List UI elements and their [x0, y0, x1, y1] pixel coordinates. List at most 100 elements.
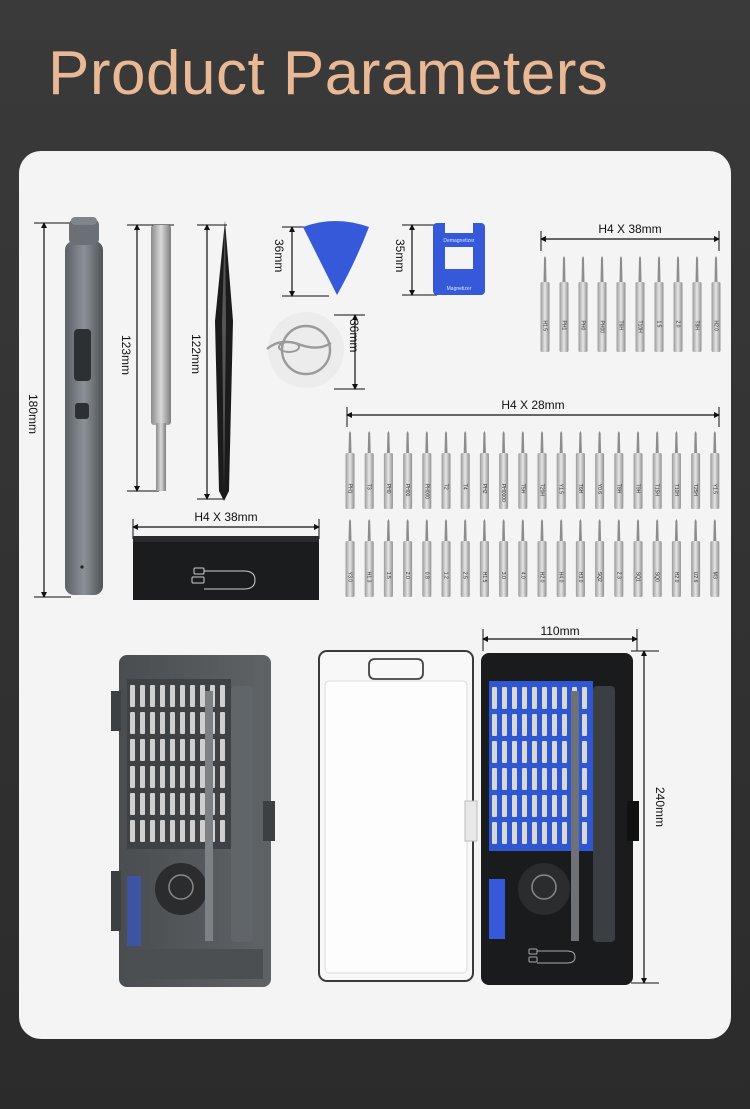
stored-bit [542, 714, 547, 736]
stored-bit [552, 714, 557, 736]
bit-label: T8H [615, 484, 621, 494]
bit-label: H2.0 [673, 572, 679, 583]
gray-case [111, 655, 275, 987]
stored-bit [220, 739, 225, 761]
screwdriver-bit: T8H [692, 256, 702, 352]
magnetizer-label: Magnetizer [447, 286, 472, 292]
stored-bit [562, 687, 567, 709]
screwdriver-bit: H2.0 [711, 256, 721, 352]
bit-label: H2.0 [539, 572, 545, 583]
stored-bit [220, 712, 225, 734]
screwdriver-bit: 1.5 [383, 519, 393, 597]
stored-bit [522, 714, 527, 736]
magnetizer-block: Demagnetizer Magnetizer [433, 223, 485, 295]
screwdriver-bit: 2.5 [460, 519, 470, 597]
stored-bit [200, 766, 205, 788]
blue-pry-pick [303, 221, 369, 295]
stored-bit [180, 712, 185, 734]
stored-bit [130, 820, 135, 842]
usb-cable-icon [191, 567, 256, 590]
stored-bit [140, 766, 145, 788]
stored-bit [512, 795, 517, 817]
long-bits-dimension: H4 X 38mm [540, 222, 720, 251]
stored-bit [200, 820, 205, 842]
screwdriver-bit: T2 [441, 431, 451, 509]
stored-bit [170, 820, 175, 842]
stored-bit [130, 766, 135, 788]
bit-label: 0.8 [423, 572, 429, 579]
screwdriver-bit: SQ0 [652, 519, 662, 597]
bit-label: SQ2 [596, 572, 602, 582]
short-bits-dimension: H4 X 28mm [346, 398, 720, 427]
stored-bit [582, 768, 587, 790]
bit-label: H4.0 [558, 572, 564, 583]
stored-bit [552, 795, 557, 817]
stored-bit [582, 795, 587, 817]
bit-label: SQ1 [635, 572, 641, 582]
case-width-label: 110mm [540, 624, 579, 638]
stored-bit [562, 741, 567, 763]
bit-label: 4.0 [519, 572, 525, 579]
stored-bit [150, 766, 155, 788]
screwdriver-bit: 1.5 [654, 256, 664, 352]
stored-bit [532, 741, 537, 763]
stored-bit [502, 687, 507, 709]
electric-screwdriver [65, 217, 103, 595]
screwdriver-bit: T25H [691, 431, 701, 509]
stored-bit [220, 820, 225, 842]
stored-bit [190, 739, 195, 761]
bit-label: T3 [366, 484, 372, 490]
bit-label: M3 [711, 572, 717, 579]
screwdriver-bit: H1.5 [479, 519, 489, 597]
stored-bit [180, 820, 185, 842]
stored-bit [200, 793, 205, 815]
bit-label: PH00 [404, 484, 410, 497]
bit-label: 3.0 [500, 572, 506, 579]
bit-label: T6H [577, 484, 583, 494]
sim-tool-dimension: 36mm [334, 314, 365, 390]
stored-bit [140, 712, 145, 734]
case-height-dimension: 240mm [631, 650, 667, 984]
bit-label: PH1 [561, 321, 567, 331]
stored-bit [170, 766, 175, 788]
stored-bit [180, 793, 185, 815]
screwdriver-bit: 2.0 [673, 256, 683, 352]
stored-bit [150, 820, 155, 842]
stored-bit [492, 768, 497, 790]
stored-bit [562, 822, 567, 844]
stored-bit [542, 768, 547, 790]
pick-dimension: 36mm [272, 226, 329, 297]
demagnetizer-label: Demagnetizer [443, 238, 474, 244]
bit-label: H2.0 [713, 321, 719, 332]
bit-label: T5H [519, 484, 525, 494]
stored-bit [190, 820, 195, 842]
stored-bit [492, 714, 497, 736]
screwdriver-bit: T10H [671, 431, 681, 509]
stored-bit [512, 741, 517, 763]
stored-bit [160, 766, 165, 788]
stored-bit [582, 687, 587, 709]
screwdriver-bit: 2.0 [403, 519, 413, 597]
stored-bit [502, 714, 507, 736]
screwdriver-bit: PH00 [403, 431, 413, 509]
stored-bit [542, 741, 547, 763]
bit-label: H3.0 [577, 572, 583, 583]
bit-label: T2 [443, 484, 449, 490]
bit-label: H1.5 [481, 572, 487, 583]
stored-bit [532, 687, 537, 709]
stored-bit [532, 822, 537, 844]
screwdriver-bit: PH1 [559, 256, 569, 352]
stored-bit [502, 741, 507, 763]
screwdriver-bit: H4.0 [556, 519, 566, 597]
short-bits-label: H4 X 28mm [501, 398, 564, 412]
stored-bit [552, 741, 557, 763]
screwdriver-bit: PH000 [422, 431, 432, 509]
stored-bit [150, 712, 155, 734]
screwdriver-bit: T9H [633, 431, 643, 509]
screwdriver-bit: T5H [518, 431, 528, 509]
magnetizer-height-label: 35mm [393, 239, 407, 272]
cable-box [133, 536, 319, 600]
screwdriver-bit: 4.0 [518, 519, 528, 597]
